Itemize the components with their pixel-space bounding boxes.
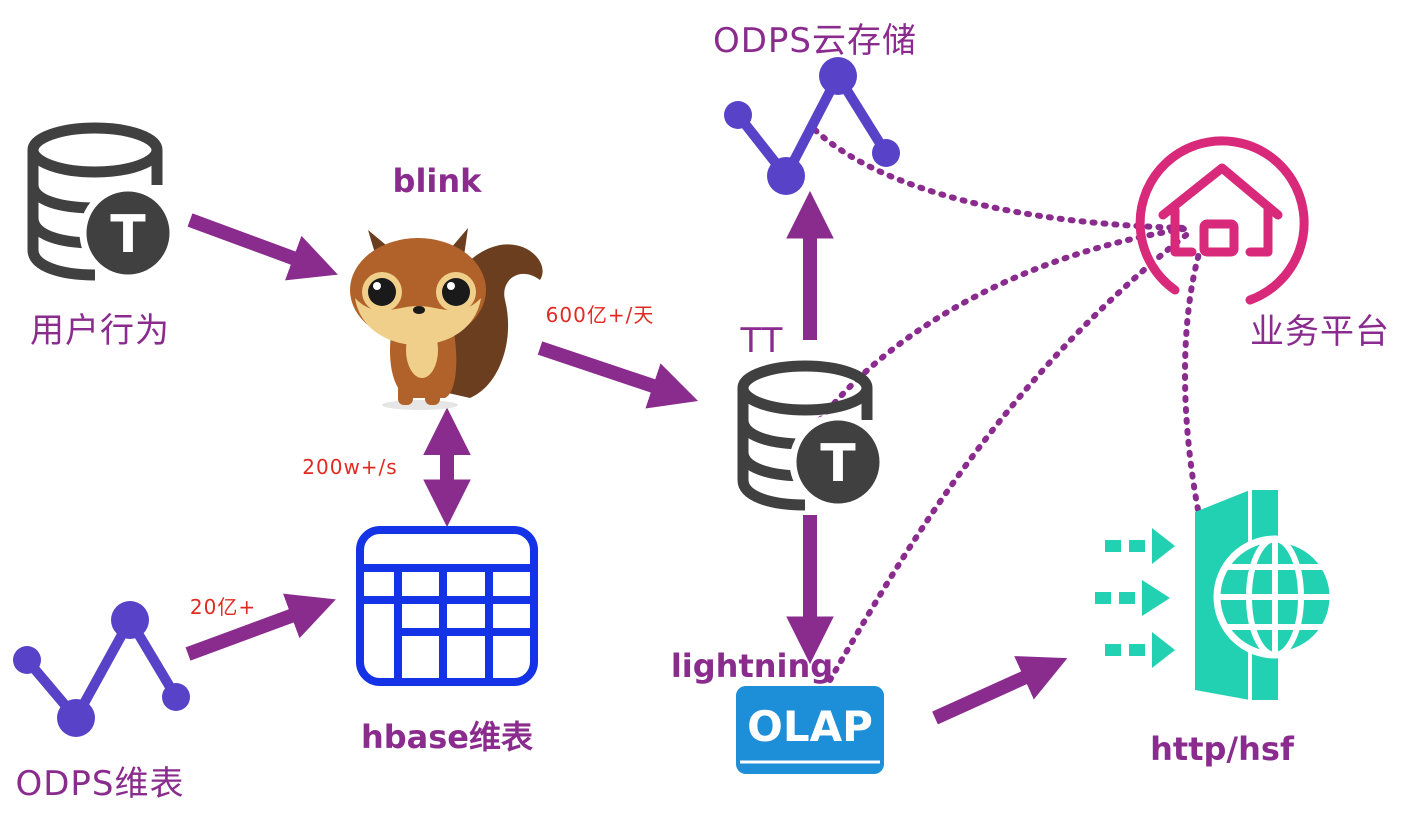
svg-text:OLAP: OLAP (747, 702, 873, 751)
label-blink-tt-rate: 600亿+/天 (546, 303, 655, 327)
t-badge-icon: T (789, 413, 887, 511)
database-icon (27, 122, 163, 281)
node-labels: 用户行为 blink ODPS云存储 TT 业务平台 hbase维表 ODPS维… (15, 21, 1390, 804)
odps-dim-icon (13, 601, 190, 737)
label-user-behavior: 用户行为 (30, 311, 170, 351)
arrow-user-to-blink (187, 213, 338, 281)
odps-cloud-icon (724, 57, 900, 195)
olap-badge-icon: OLAP (736, 686, 884, 774)
label-lightning: lightning (671, 647, 833, 685)
label-tt: TT (740, 321, 784, 361)
arrows (185, 190, 1068, 725)
arrow-odps-to-hbase (185, 593, 336, 661)
arrow-blink-to-tt (537, 341, 699, 409)
link-lightning-platform (827, 229, 1193, 683)
t-badge-icon: T (79, 184, 177, 282)
blink-squirrel-icon (350, 228, 543, 410)
link-odps-cloud-platform (812, 127, 1193, 231)
user-behavior-node: T (27, 122, 177, 282)
label-blink-hbase-rate: 200w+/s (302, 455, 397, 479)
arrow-lightning-to-http (932, 656, 1068, 725)
label-odps-hbase-count: 20亿+ (190, 595, 256, 619)
label-odps-cloud: ODPS云存储 (713, 21, 917, 61)
business-platform-icon (1135, 136, 1309, 305)
svg-text:T: T (110, 205, 146, 265)
label-odps-dim: ODPS维表 (15, 764, 184, 804)
tt-node: T (737, 360, 887, 511)
edge-labels: 600亿+/天 200w+/s 20亿+ (190, 303, 655, 619)
link-tt-platform (817, 225, 1193, 423)
label-http-hsf: http/hsf (1150, 730, 1295, 768)
hbase-table-icon (356, 526, 538, 686)
http-hsf-icon (1095, 490, 1337, 700)
label-blink: blink (393, 162, 483, 200)
link-http-platform (1182, 247, 1203, 523)
label-hbase: hbase维表 (361, 718, 533, 756)
label-business-platform: 业务平台 (1250, 312, 1390, 352)
svg-text:T: T (820, 434, 856, 494)
